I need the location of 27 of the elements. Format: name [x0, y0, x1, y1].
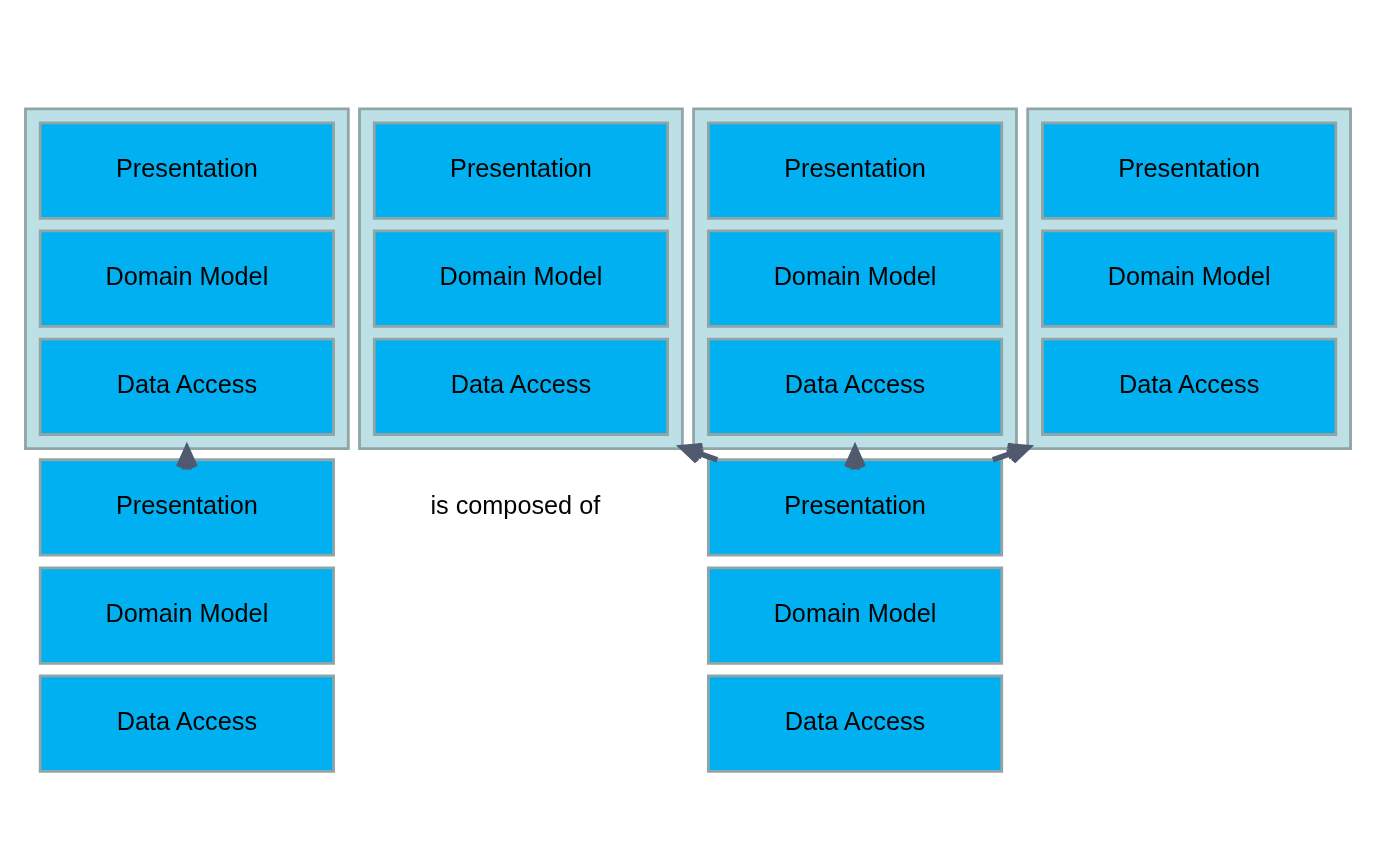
node-box: Domain Model [706, 229, 1004, 328]
node-box: Data Access [706, 337, 1004, 436]
cluster [1026, 106, 1352, 450]
node-box: Data Access [372, 337, 670, 436]
node-box: Domain Model [38, 565, 335, 665]
arrow [679, 442, 719, 464]
node-box: Domain Model [1041, 229, 1338, 328]
node-box: Data Access [1041, 337, 1338, 436]
node-box: Domain Model [372, 229, 670, 328]
node-box: Data Access [38, 674, 335, 773]
arrow [175, 445, 198, 470]
node-box: Domain Model [38, 229, 335, 328]
node-box: Presentation [38, 120, 335, 220]
node-box: Presentation [706, 457, 1004, 557]
node-box: Presentation [706, 120, 1004, 220]
cluster [692, 106, 1018, 450]
node-box: Data Access [706, 674, 1004, 773]
node-box: Presentation [1041, 120, 1338, 220]
cluster [358, 106, 684, 450]
node-box: Domain Model [706, 565, 1004, 665]
arrow [844, 445, 867, 470]
cluster [24, 106, 350, 450]
node-box: Presentation [372, 120, 670, 220]
node-box: Presentation [38, 457, 335, 557]
label: is composed of [430, 490, 601, 519]
arrow [991, 442, 1031, 464]
node-box: Data Access [38, 337, 335, 436]
